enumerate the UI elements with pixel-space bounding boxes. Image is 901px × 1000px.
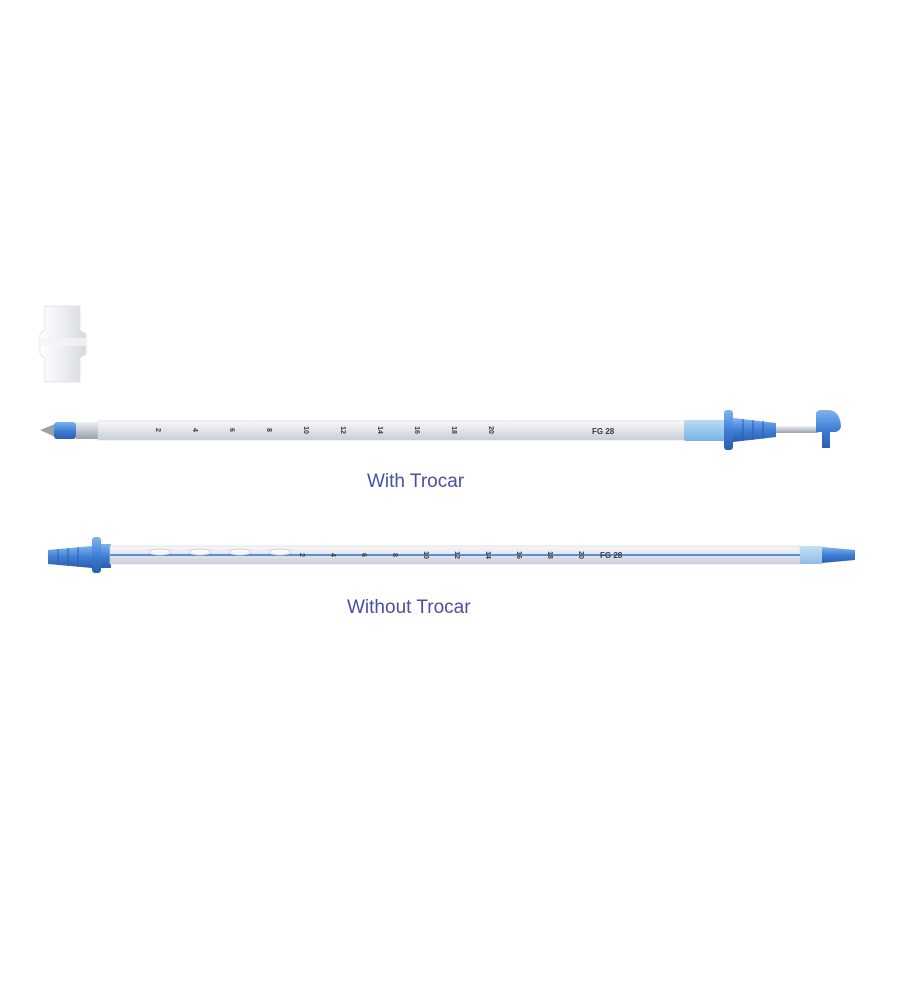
trocar-tip xyxy=(40,424,55,437)
protective-cap xyxy=(39,305,87,383)
tube-connector-sleeve xyxy=(684,420,726,441)
tube-tip xyxy=(822,547,855,563)
caption-without-trocar: Without Trocar xyxy=(347,597,471,618)
size-label: FG 28 xyxy=(592,427,615,436)
marking-label: 8 xyxy=(265,428,272,432)
caption-with-trocar: With Trocar xyxy=(367,471,465,492)
marking-label: 2 xyxy=(298,553,305,557)
marking-label: 14 xyxy=(376,426,383,434)
tube-flange xyxy=(724,410,733,450)
marking-label: 2 xyxy=(154,428,161,432)
tube-ribbed-connector xyxy=(48,546,92,568)
tube-flange-neck xyxy=(101,544,111,568)
drainage-eyelets xyxy=(148,548,292,556)
marking-label: 10 xyxy=(422,551,429,559)
marking-label: 10 xyxy=(302,426,309,434)
tube-end-sleeve xyxy=(800,546,822,564)
tube-markings: 2 4 6 8 10 12 14 16 18 20 xyxy=(154,426,494,434)
size-label: FG 28 xyxy=(600,551,623,560)
trocar-shaft xyxy=(776,426,818,433)
marking-label: 18 xyxy=(450,426,457,434)
marking-label: 4 xyxy=(329,553,336,557)
tube-markings: 2 4 6 8 10 12 14 16 18 20 xyxy=(298,551,584,559)
marking-label: 16 xyxy=(515,551,522,559)
marking-label: 18 xyxy=(546,551,553,559)
trocar-tip-sleeve xyxy=(76,422,100,439)
tube-flange xyxy=(92,537,101,573)
tube-without-trocar: 2 4 6 8 10 12 14 16 18 20 FG 28 xyxy=(48,537,855,573)
marking-label: 8 xyxy=(391,553,398,557)
marking-label: 12 xyxy=(339,426,346,434)
marking-label: 12 xyxy=(453,551,460,559)
marking-label: 6 xyxy=(228,428,235,432)
marking-label: 20 xyxy=(577,551,584,559)
marking-label: 6 xyxy=(360,553,367,557)
marking-label: 20 xyxy=(487,426,494,434)
marking-label: 4 xyxy=(191,428,198,432)
trocar-tip-collar xyxy=(54,422,76,439)
trocar-handle xyxy=(816,410,841,448)
marking-label: 14 xyxy=(484,551,491,559)
tube-ribbed-connector xyxy=(733,418,776,442)
tube-with-trocar: 2 4 6 8 10 12 14 16 18 20 FG 28 xyxy=(40,410,841,450)
marking-label: 16 xyxy=(413,426,420,434)
